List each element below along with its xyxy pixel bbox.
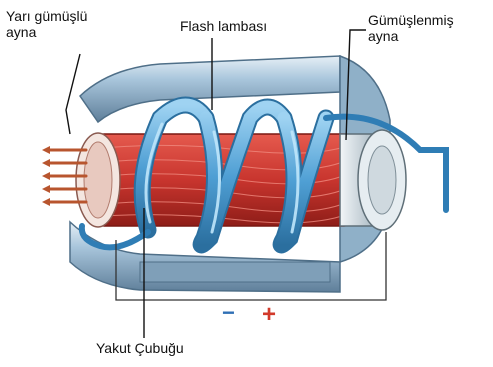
label-semi-mirror-line1: Yarı gümüşlü [6, 8, 87, 24]
label-silvered-mirror-line2: ayna [368, 28, 454, 44]
semi-silvered-mirror [76, 133, 120, 227]
label-ruby-rod: Yakut Çubuğu [96, 340, 184, 356]
label-semi-mirror-line2: ayna [6, 24, 87, 40]
positive-terminal: + [262, 301, 276, 328]
label-semi-silvered-mirror: Yarı gümüşlü ayna [6, 8, 87, 40]
label-silvered-mirror-line1: Gümüşlenmiş [368, 12, 454, 28]
label-silvered-mirror: Gümüşlenmiş ayna [368, 12, 454, 44]
silvered-mirror [340, 130, 406, 230]
negative-terminal: − [222, 300, 235, 325]
laser-beam-arrowheads [42, 146, 50, 206]
label-flash-lamp: Flash lambası [180, 18, 267, 34]
leader-semi-mirror [66, 54, 80, 134]
